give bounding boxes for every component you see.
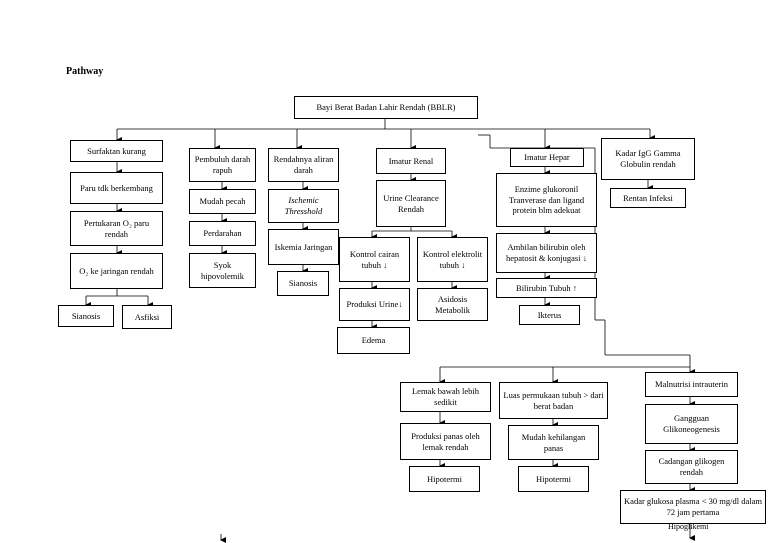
node-lemak: Lemak bawah lebih sedikit bbox=[400, 382, 491, 412]
node-pembuluh: Pembuluh darah rapuh bbox=[189, 148, 256, 182]
node-hipotermi-2: Hipotermi bbox=[518, 466, 589, 492]
node-hipoglikemi: Hipoglikemi bbox=[668, 522, 709, 531]
node-urine-clearance: Urine Clearance Rendah bbox=[376, 180, 446, 227]
node-edema: Edema bbox=[337, 327, 410, 354]
node-root: Bayi Berat Badan Lahir Rendah (BBLR) bbox=[294, 96, 478, 119]
node-ambilan: Ambilan bilirubin oleh hepatosit & konju… bbox=[496, 233, 597, 273]
node-produksi-panas: Produksi panas oleh lemak rendah bbox=[400, 423, 491, 460]
node-mudah-kehilangan: Mudah kehilangan panas bbox=[508, 425, 599, 460]
node-luas: Luas permukaan tubuh > dari berat badan bbox=[499, 382, 608, 419]
page-title: Pathway bbox=[66, 66, 104, 77]
node-kadar-glukosa: Kadar glukosa plasma < 30 mg/dl dalam 72… bbox=[620, 490, 766, 524]
node-sianosis-1: Sianosis bbox=[58, 305, 114, 327]
node-iskemia: Iskemia Jaringan bbox=[268, 229, 339, 265]
node-bilirubin: Bilirubin Tubuh ↑ bbox=[496, 278, 597, 298]
node-produksi-urine: Produksi Urine↓ bbox=[339, 288, 410, 321]
node-ischemic: Ischemic Thresshold bbox=[268, 189, 339, 223]
node-mudah-pecah: Mudah pecah bbox=[189, 189, 256, 214]
node-kontrol-cairan: Kontrol cairan tubuh ↓ bbox=[339, 237, 410, 282]
node-rentan: Rentan Infeksi bbox=[610, 188, 686, 208]
node-imatur-hepar: Imatur Hepar bbox=[510, 148, 584, 167]
node-malnutrisi: Malnutrisi intrauterin bbox=[645, 372, 738, 397]
node-asfiksi: Asfiksi bbox=[122, 305, 172, 329]
node-cadangan: Cadangan glikogen rendah bbox=[645, 450, 738, 484]
node-surfaktan: Surfaktan kurang bbox=[70, 140, 163, 162]
node-gangguan: Gangguan Glikoneogenesis bbox=[645, 404, 738, 444]
node-hipotermi-1: Hipotermi bbox=[409, 466, 480, 492]
node-ikterus: Ikterus bbox=[519, 305, 580, 325]
node-o2-jaringan: O₂ ke jaringan rendah bbox=[70, 253, 163, 289]
node-perdarahan: Perdarahan bbox=[189, 221, 256, 246]
node-rendahnya: Rendahnya aliran darah bbox=[268, 148, 339, 182]
node-kadar-igg: Kadar IgG Gamma Globulin rendah bbox=[601, 138, 695, 180]
node-paru: Paru tdk berkembang bbox=[70, 172, 163, 204]
node-kontrol-elektrolit: Kontrol elektrolit tubuh ↓ bbox=[417, 237, 488, 282]
node-imatur-renal: Imatur Renal bbox=[376, 148, 446, 174]
node-enzime: Enzime glukoronil Tranverase dan ligand … bbox=[496, 173, 597, 227]
node-asidosis: Asidosis Metabolik bbox=[417, 288, 488, 321]
node-syok: Syok hipovolemik bbox=[189, 253, 256, 288]
node-sianosis-2: Sianosis bbox=[277, 271, 329, 296]
node-pertukaran: Pertukaran O₂ paru rendah bbox=[70, 211, 163, 246]
